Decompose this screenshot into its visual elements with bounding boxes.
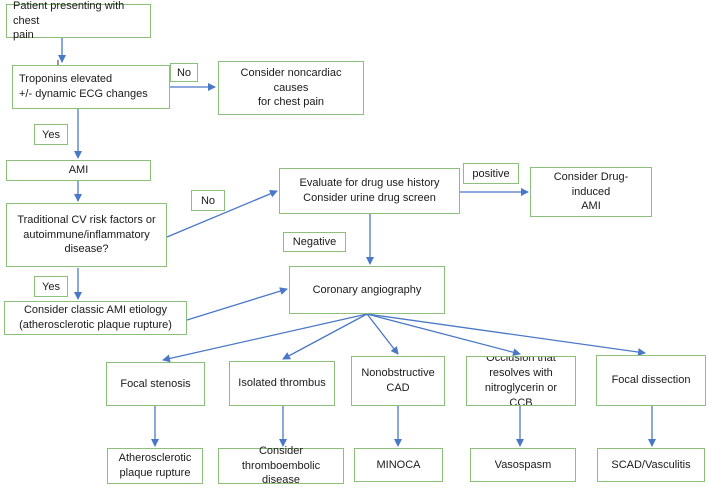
no-label-troponins: No [170, 63, 198, 82]
troponins-box: Troponins elevated +/- dynamic ECG chang… [12, 65, 170, 109]
arrow-risk-to-drug-history [166, 190, 278, 238]
scad-text: SCAD/Vasculitis [611, 458, 691, 471]
plaque-rupture-box: Atherosclerotic plaque rupture [107, 448, 203, 484]
drug-history-text: Evaluate for drug use history Consider u… [299, 177, 440, 204]
patient-box: Patient presenting with chest pain [6, 0, 151, 41]
troponins-text: Troponins elevated +/- dynamic ECG chang… [19, 73, 148, 100]
angiography-box: Coronary angiography [289, 266, 445, 314]
arrow-classic-to-angiography [186, 287, 288, 321]
noncardiac-box: Consider noncardiac causes for chest pai… [218, 61, 364, 115]
focal-stenosis-text: Focal stenosis [120, 377, 191, 390]
negative-label: Negative [283, 232, 346, 252]
vasospasm-box: Vasospasm [470, 448, 576, 482]
minoca-box: MINOCA [354, 448, 443, 482]
risk-factors-box: Traditional CV risk factors or autoimmun… [6, 203, 167, 267]
yes-label-risk: Yes [34, 276, 68, 297]
ami-text: AMI [68, 164, 89, 177]
arrow-angiography-to-isolated-thrombus [282, 313, 368, 360]
patient-text: Patient presenting with chest pain [13, 0, 125, 42]
risk-factors-text: Traditional CV risk factors or autoimmun… [17, 213, 156, 256]
vasospasm-text: Vasospasm [494, 458, 552, 471]
drug-induced-box: Consider Drug-induced AMI [530, 167, 652, 217]
classic-etiology-text: Consider classic AMI etiology (atheroscl… [19, 304, 172, 331]
isolated-thrombus-text: Isolated thrombus [238, 377, 326, 390]
occlusion-text: Occlusion that resolves with nitroglycer… [484, 356, 558, 406]
angiography-text: Coronary angiography [312, 283, 422, 296]
positive-label: positive [463, 163, 519, 184]
scad-box: SCAD/Vasculitis [597, 448, 705, 482]
no-label-risk: No [191, 190, 225, 211]
occlusion-box: Occlusion that resolves with nitroglycer… [466, 356, 576, 406]
plaque-rupture-text: Atherosclerotic plaque rupture [118, 452, 192, 479]
arrow-angiography-to-occlusion [366, 313, 521, 357]
drug-induced-text: Consider Drug-induced AMI [553, 170, 629, 213]
yes-label-ami: Yes [34, 124, 68, 145]
arrow-angiography-to-focal-dissection [366, 313, 646, 356]
nonobstructive-box: Nonobstructive CAD [351, 356, 445, 406]
drug-history-box: Evaluate for drug use history Consider u… [279, 168, 460, 214]
minoca-text: MINOCA [376, 458, 421, 471]
arrow-angiography-to-focal-stenosis [162, 313, 368, 363]
focal-dissection-box: Focal dissection [596, 355, 706, 406]
ami-box: AMI [6, 160, 151, 181]
arrow-angiography-to-nonobstructive [366, 313, 399, 355]
focal-dissection-text: Focal dissection [611, 374, 691, 387]
classic-etiology-box: Consider classic AMI etiology (atheroscl… [4, 301, 187, 335]
thromboembolic-text: Consider thromboembolic disease [241, 444, 321, 487]
nonobstructive-text: Nonobstructive CAD [361, 367, 435, 394]
isolated-thrombus-box: Isolated thrombus [229, 361, 335, 406]
thromboembolic-box: Consider thromboembolic disease [218, 445, 344, 486]
noncardiac-text: Consider noncardiac causes for chest pai… [240, 66, 342, 109]
focal-stenosis-box: Focal stenosis [106, 362, 205, 406]
